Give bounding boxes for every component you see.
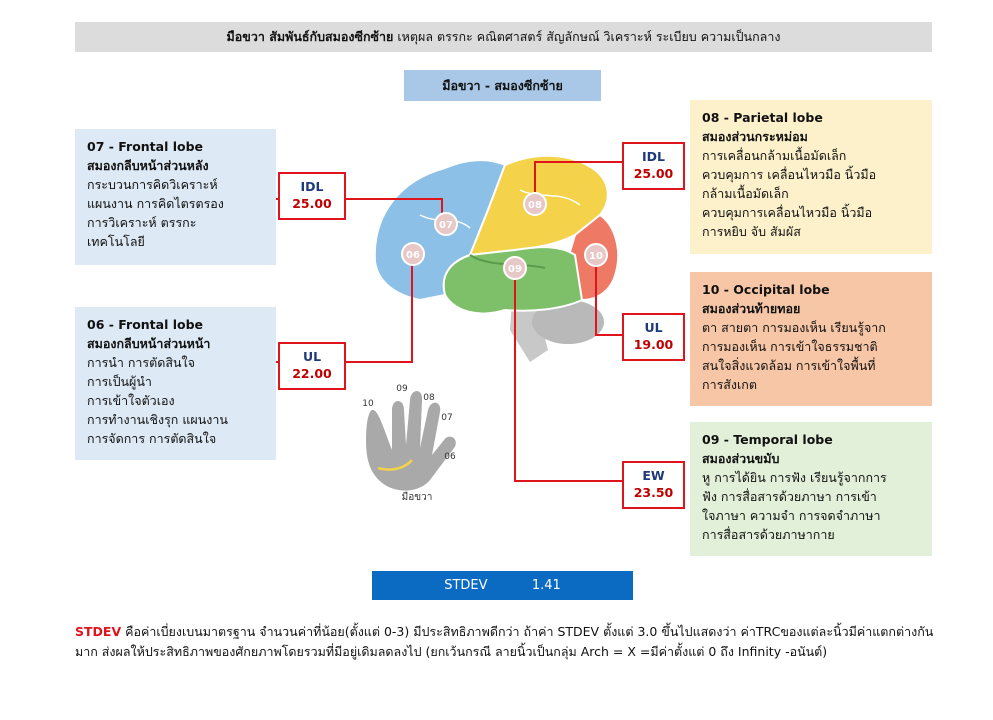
- section-subtitle: มือขวา - สมองซีกซ้าย: [404, 70, 601, 101]
- score-10-value: 19.00: [633, 337, 674, 352]
- title-rest: เหตุผล ตรรกะ คณิตศาสตร์ สัญลักษณ์ วิเครา…: [397, 29, 781, 44]
- marker-07: 07: [434, 212, 458, 236]
- footnote-keyword: STDEV: [75, 624, 122, 639]
- marker-06: 06: [401, 242, 425, 266]
- lobe-06-line: การทำงานเชิงรุก แผนงาน: [87, 412, 228, 427]
- stdev-value: 1.41: [531, 578, 561, 593]
- connector-08: [534, 161, 623, 192]
- stdev-label: STDEV: [444, 578, 488, 593]
- hand-icon: [366, 391, 456, 491]
- lobe-10-name: 10 - Occipital lobe: [702, 282, 830, 297]
- lobe-07-line: กระบวนการคิดวิเคราะห์: [87, 177, 218, 192]
- score-box-08: IDL 25.00: [622, 142, 685, 190]
- marker-08-label: 08: [528, 200, 542, 211]
- lobe-09-line: การสื่อสารด้วยภาษากาย: [702, 527, 835, 542]
- lobe-08-box: 08 - Parietal lobe สมองส่วนกระหม่อม การเ…: [690, 100, 932, 254]
- score-box-06: UL 22.00: [278, 342, 346, 390]
- lobe-06-line: การจัดการ การตัดสินใจ: [87, 431, 217, 446]
- page-title: มือขวา สัมพันธ์กับสมองซีกซ้าย เหตุผล ตรร…: [75, 22, 932, 52]
- lobe-08-line: การหยิบ จับ สัมผัส: [702, 224, 801, 239]
- score-06-value: 22.00: [292, 366, 332, 381]
- title-bold: มือขวา สัมพันธ์กับสมองซีกซ้าย: [226, 29, 394, 44]
- score-07-code: IDL: [300, 179, 324, 194]
- lobe-09-line: หู การได้ยิน การฟัง เรียนรู้จากการ: [702, 470, 887, 485]
- hand-finger-label: 07: [441, 413, 452, 423]
- lobe-07-box: 07 - Frontal lobe สมองกลีบหน้าส่วนหลัง ก…: [75, 129, 276, 265]
- marker-09: 09: [503, 256, 527, 280]
- lobe-10-thai: สมองส่วนท้ายทอย: [702, 301, 801, 316]
- marker-09-label: 09: [508, 264, 522, 275]
- score-07-value: 25.00: [292, 196, 332, 211]
- connector-10: [595, 254, 622, 336]
- lobe-10-line: การมองเห็น การเข้าใจธรรมชาติ: [702, 339, 878, 354]
- score-06-code: UL: [302, 349, 322, 364]
- hand-finger-label: 10: [362, 399, 374, 409]
- lobe-09-box: 09 - Temporal lobe สมองส่วนขมับ หู การได…: [690, 422, 932, 556]
- lobe-08-line: ควบคุมการ เคลื่อนไหวมือ นิ้วมือ: [702, 167, 877, 182]
- lobe-10-line: การสังเกต: [702, 377, 757, 392]
- lobe-07-line: แผนงาน การคิดไตรตรอง: [87, 196, 224, 211]
- footnote-text: คือค่าเบี่ยงเบนมาตรฐาน จำนวนค่าที่น้อย(ต…: [75, 624, 934, 659]
- score-box-09: EW 23.50: [622, 461, 685, 509]
- lobe-06-line: การเป็นผู้นำ: [87, 374, 152, 389]
- hand-finger-label: 08: [423, 393, 435, 403]
- hand-finger-label: 06: [444, 452, 456, 462]
- marker-08: 08: [523, 192, 547, 216]
- marker-07-label: 07: [439, 220, 453, 231]
- score-09-code: EW: [642, 468, 665, 483]
- temporal-lobe: [442, 246, 584, 315]
- score-08-value: 25.00: [633, 166, 674, 181]
- lobe-06-thai: สมองกลีบหน้าส่วนหน้า: [87, 336, 211, 351]
- marker-06-label: 06: [406, 250, 420, 261]
- lobe-07-name: 07 - Frontal lobe: [87, 139, 204, 154]
- lobe-09-name: 09 - Temporal lobe: [702, 432, 833, 447]
- lobe-08-line: กล้ามเนื้อมัดเล็ก: [702, 186, 789, 201]
- lobe-07-line: การวิเคราะห์ ตรรกะ: [87, 215, 197, 230]
- sulcus-line: [519, 189, 581, 206]
- score-09-value: 23.50: [633, 485, 674, 500]
- lobe-06-line: การเข้าใจตัวเอง: [87, 393, 175, 408]
- score-10-code: UL: [644, 320, 663, 335]
- hand-label: มือขวา: [402, 491, 433, 503]
- lobe-09-line: ใจภาษา ความจำ การจดจำภาษา: [702, 508, 881, 523]
- lobe-06-box: 06 - Frontal lobe สมองกลีบหน้าส่วนหน้า ก…: [75, 307, 276, 460]
- score-box-10: UL 19.00: [622, 313, 685, 361]
- stdev-bar: STDEV 1.41: [372, 571, 633, 600]
- lobe-10-line: สนใจสิ่งแวดล้อม การเข้าใจพื้นที่: [702, 358, 876, 373]
- lobe-08-line: การเคลื่อนกล้ามเนื้อมัดเล็ก: [702, 148, 847, 163]
- score-08-code: IDL: [642, 149, 665, 164]
- lobe-08-line: ควบคุมการเคลื่อนไหวมือ นิ้วมือ: [702, 205, 873, 220]
- hand-finger-label: 09: [396, 384, 408, 394]
- marker-10: 10: [584, 243, 608, 267]
- lobe-08-name: 08 - Parietal lobe: [702, 110, 823, 125]
- lobe-10-box: 10 - Occipital lobe สมองส่วนท้ายทอย ตา ส…: [690, 272, 932, 406]
- lobe-07-line: เทคโนโลยี: [87, 234, 145, 249]
- marker-10-label: 10: [589, 251, 603, 262]
- footnote: STDEV คือค่าเบี่ยงเบนมาตรฐาน จำนวนค่าที่…: [75, 622, 945, 662]
- lobe-08-thai: สมองส่วนกระหม่อม: [702, 129, 808, 144]
- lobe-06-line: การนำ การตัดสินใจ: [87, 355, 195, 370]
- lobe-06-name: 06 - Frontal lobe: [87, 317, 204, 332]
- lobe-09-line: ฟัง การสื่อสารด้วยภาษา การเข้า: [702, 489, 877, 504]
- connector-09: [514, 271, 624, 482]
- lobe-10-line: ตา สายตา การมองเห็น เรียนรู้จาก: [702, 320, 886, 335]
- cerebellum: [532, 300, 604, 344]
- score-box-07: IDL 25.00: [278, 172, 346, 220]
- lobe-07-thai: สมองกลีบหน้าส่วนหลัง: [87, 158, 209, 173]
- lobe-09-thai: สมองส่วนขมับ: [702, 451, 780, 466]
